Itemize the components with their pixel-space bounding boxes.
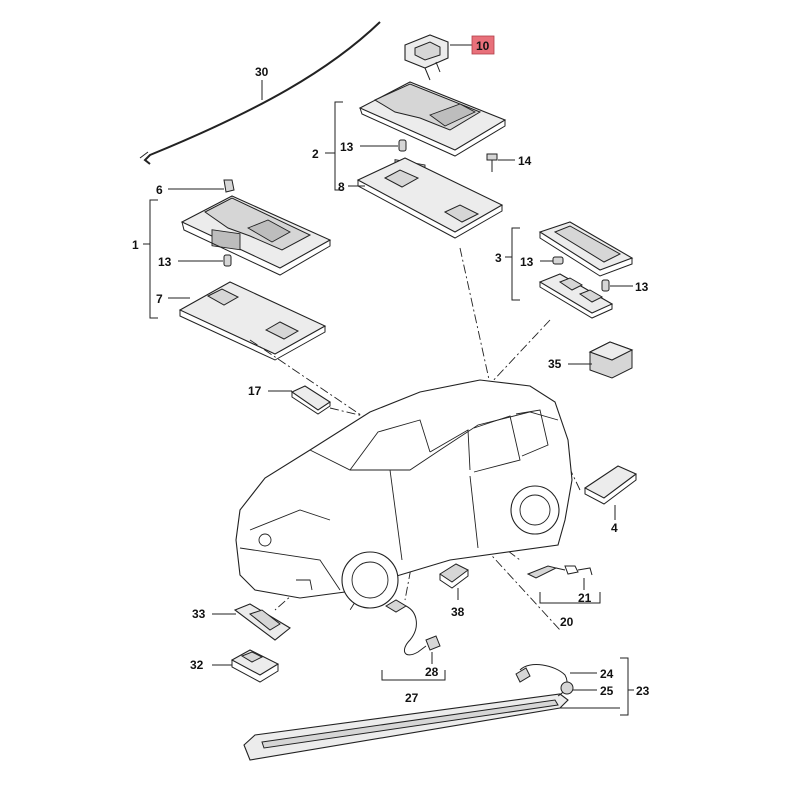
bracket-20 bbox=[539, 592, 601, 604]
part-13-bulb-c bbox=[552, 256, 564, 265]
part-6-clip bbox=[223, 179, 235, 193]
part-32-lamp bbox=[230, 649, 280, 683]
label-35: 35 bbox=[548, 357, 562, 371]
car-body bbox=[235, 379, 573, 609]
part-7-trim bbox=[178, 281, 327, 361]
label-13c: 13 bbox=[520, 255, 534, 269]
part-17-lamp bbox=[290, 385, 332, 415]
label-13d: 13 bbox=[635, 280, 649, 294]
label-2: 2 bbox=[312, 147, 319, 161]
label-21: 21 bbox=[578, 591, 592, 605]
part-8-trim bbox=[356, 157, 504, 239]
label-1: 1 bbox=[132, 238, 139, 252]
label-25: 25 bbox=[600, 684, 614, 698]
bracket-1 bbox=[149, 199, 158, 319]
part-10-switch bbox=[404, 34, 449, 81]
bracket-3 bbox=[511, 227, 520, 301]
part-1-console bbox=[180, 195, 332, 276]
part-3-lamp bbox=[538, 221, 634, 277]
part-4-lamp bbox=[583, 465, 638, 505]
label-33: 33 bbox=[192, 607, 206, 621]
bracket-27 bbox=[381, 670, 446, 681]
label-8: 8 bbox=[338, 180, 345, 194]
label-20: 20 bbox=[560, 615, 574, 629]
label-4: 4 bbox=[611, 521, 618, 535]
bracket-23 bbox=[620, 657, 629, 716]
label-27: 27 bbox=[405, 691, 419, 705]
label-24: 24 bbox=[600, 667, 614, 681]
part-38-lamp bbox=[439, 563, 469, 589]
part-23-strip bbox=[243, 664, 574, 761]
label-13b: 13 bbox=[158, 255, 172, 269]
bracket-2 bbox=[334, 101, 343, 191]
label-38: 38 bbox=[451, 605, 465, 619]
label-23: 23 bbox=[636, 684, 650, 698]
part-35-cover bbox=[588, 341, 634, 379]
part-13-bulb-b bbox=[223, 254, 232, 267]
label-30: 30 bbox=[255, 65, 269, 79]
label-32: 32 bbox=[190, 658, 204, 672]
part-14-screw bbox=[486, 153, 498, 172]
label-13a: 13 bbox=[340, 140, 354, 154]
part-3-lens bbox=[538, 273, 614, 319]
label-17: 17 bbox=[248, 384, 262, 398]
part-2-console bbox=[358, 81, 507, 184]
label-10-highlight bbox=[471, 35, 495, 55]
part-28-cable bbox=[385, 599, 441, 656]
part-33-bracket bbox=[233, 603, 291, 641]
part-13-bulb-d bbox=[601, 279, 610, 292]
part-21-strip bbox=[526, 565, 593, 579]
label-3: 3 bbox=[495, 251, 502, 265]
label-6: 6 bbox=[156, 183, 163, 197]
label-14: 14 bbox=[518, 154, 532, 168]
label-28: 28 bbox=[425, 665, 439, 679]
part-30-cable bbox=[139, 21, 381, 165]
label-10: 10 bbox=[476, 39, 490, 53]
label-7: 7 bbox=[156, 292, 163, 306]
part-13-bulb-a bbox=[398, 139, 407, 152]
